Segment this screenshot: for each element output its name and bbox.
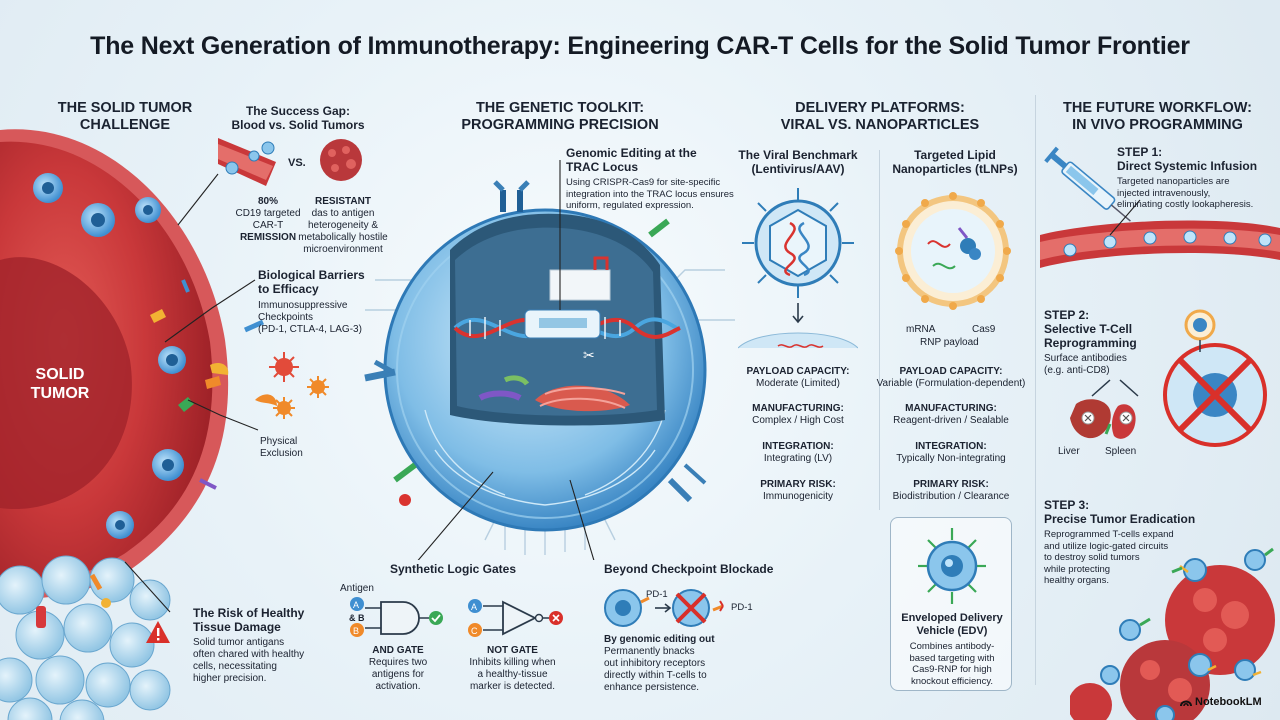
checkpoint-knockout-illustration xyxy=(604,589,724,627)
antigen-b-icon: B xyxy=(353,626,359,636)
step2-block: STEP 2: Selective T-Cell Reprogramming S… xyxy=(1044,308,1137,376)
warning-icon xyxy=(146,621,170,643)
trac-block: Genomic Editing at the TRAC Locus Using … xyxy=(566,146,734,211)
edv-card: Enveloped Delivery Vehicle (EDV) Combine… xyxy=(890,517,1012,691)
step1-block: STEP 1: Direct Systemic Infusion Targete… xyxy=(1117,145,1258,210)
spleen-label: Spleen xyxy=(1105,446,1137,457)
risk-block: The Risk of Healthy Tissue Damage Solid … xyxy=(193,606,305,684)
edv-text: Enveloped Delivery Vehicle (EDV) Combine… xyxy=(901,612,1003,687)
and-b-label: & B xyxy=(349,613,365,623)
car-receptors xyxy=(364,180,707,506)
section-divider xyxy=(879,150,880,510)
page-title: The Next Generation of Immunotherapy: En… xyxy=(90,32,1190,60)
organ-avoidance-illustration xyxy=(1070,309,1267,447)
toolkit-heading: THE GENETIC TOOLKIT: PROGRAMMING PRECISI… xyxy=(461,100,659,133)
checkpoint-block: By genomic editing out Permanently bnack… xyxy=(604,634,715,693)
lnp-title: Targeted Lipid Nanoparticles (tLNPs) xyxy=(892,148,1018,176)
blood-vessel-illustration xyxy=(218,138,276,186)
t-cells xyxy=(33,173,186,539)
logic-gates-title: Synthetic Logic Gates xyxy=(390,562,517,576)
viral-title: The Viral Benchmark (Lentivirus/AAV) xyxy=(738,148,858,176)
svg-text:✂: ✂ xyxy=(583,347,595,363)
barriers-block: Biological Barriers to Efficacy Immunosu… xyxy=(258,268,365,335)
notebooklm-logo: NotebookLM xyxy=(1180,696,1262,708)
t-cell-cross-section: ✂ xyxy=(364,160,735,560)
tumor-eradication-illustration xyxy=(1070,547,1275,720)
inhibitory-signals xyxy=(210,319,329,419)
delivery-heading: DELIVERY PLATFORMS: VIRAL VS. NANOPARTIC… xyxy=(780,100,980,133)
leader-lines xyxy=(124,173,259,613)
resistant-tumor-icon xyxy=(320,139,362,181)
pd1-label-a: PD-1 xyxy=(646,589,668,600)
challenge-heading: THE SOLID TUMOR CHALLENGE xyxy=(57,100,193,133)
antigen-label: Antigen xyxy=(340,583,374,594)
notebooklm-logo-icon xyxy=(1180,700,1192,707)
lnp-properties: PAYLOAD CAPACITY:Variable (Formulation-d… xyxy=(876,366,1026,502)
checkpoint-title: Beyond Checkpoint Blockade xyxy=(604,562,774,576)
and-gate-block: AND GATE Requires two antigens for activ… xyxy=(368,645,428,692)
antigen-a-icon: A xyxy=(353,600,359,610)
antigen-a2-icon: A xyxy=(471,602,477,612)
logic-gate-diagrams: A B A C xyxy=(350,597,563,637)
resistant-stat: RESISTANT das to antigen heterogeneity &… xyxy=(298,196,388,255)
not-gate-block: NOT GATE Inhibits killing when a healthy… xyxy=(469,645,556,692)
cas9-label: Cas9 xyxy=(972,324,996,335)
viral-vector-illustration xyxy=(738,188,858,349)
liver-label: Liver xyxy=(1058,446,1080,457)
edv-particle-icon xyxy=(918,528,986,604)
rnp-label: RNP payload xyxy=(920,337,979,348)
step3-block: STEP 3: Precise Tumor Eradication Reprog… xyxy=(1044,498,1196,586)
pd1-label-b: PD-1 xyxy=(731,602,753,613)
healthy-tissue-cells xyxy=(0,555,171,720)
lnp-illustration xyxy=(895,192,1011,310)
antigen-c-icon: C xyxy=(471,626,478,636)
future-heading: THE FUTURE WORKFLOW: IN VIVO PROGRAMMING xyxy=(1062,100,1252,133)
physical-exclusion-label: Physical Exclusion xyxy=(260,436,303,459)
tumor-label: SOLID TUMOR xyxy=(30,366,90,402)
success-gap-title: The Success Gap: Blood vs. Solid Tumors xyxy=(231,104,365,132)
section-divider xyxy=(1035,95,1036,685)
mrna-label: mRNA xyxy=(906,324,936,335)
tumor-illustration xyxy=(0,129,329,720)
vs-label: VS. xyxy=(288,157,306,169)
viral-properties: PAYLOAD CAPACITY:Moderate (Limited) MANU… xyxy=(746,366,850,502)
remission-stat: 80% CD19 targeted CAR-T REMISSION xyxy=(235,196,301,243)
syringe-vessel-illustration xyxy=(1040,146,1280,268)
